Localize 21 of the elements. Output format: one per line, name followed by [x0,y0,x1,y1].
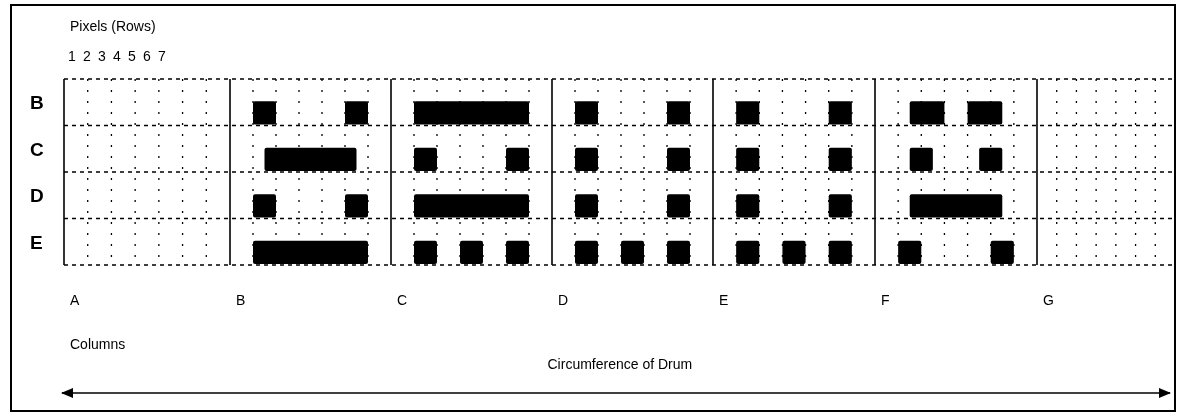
pixel-number: 1 [68,48,76,64]
row-label: B [30,93,44,113]
row-label: E [30,232,43,253]
column-label: E [719,292,729,308]
column-label: B [236,292,246,308]
column-label: F [881,292,890,308]
pixel-number: 6 [143,48,151,64]
pixel-number: 7 [158,48,166,64]
row-label: C [30,139,44,160]
column-label: G [1043,292,1054,308]
axis-title: Columns [70,336,126,352]
axis-title: Pixels (Rows) [70,18,156,34]
column-label: A [70,292,80,308]
column-label: C [397,292,408,308]
pixel-number: 3 [98,48,106,64]
pixel-number: 5 [128,48,136,64]
dimension-label: Circumference of Drum [547,356,693,372]
pixel-number: 2 [83,48,91,64]
pixel-number: 4 [113,48,121,64]
column-label: D [558,292,569,308]
row-label: D [30,186,44,206]
